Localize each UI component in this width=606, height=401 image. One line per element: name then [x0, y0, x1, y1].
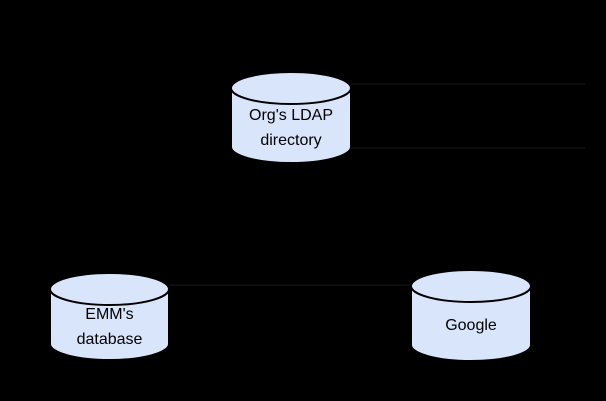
node-label-google: Google — [445, 317, 497, 334]
node-label-emms-database: EMM's database — [76, 306, 143, 348]
database-cylinder-top — [230, 71, 352, 105]
node-label-orgs-ldap-directory: Org's LDAP directory — [249, 107, 333, 149]
database-cylinder-top — [49, 272, 170, 306]
database-cylinder-body — [410, 285, 532, 362]
database-cylinder-top — [410, 269, 532, 303]
database-cylinder-body — [230, 87, 352, 164]
cylinder-emms-database — [49, 272, 170, 361]
database-cylinder-body — [49, 288, 170, 361]
cylinder-google — [410, 269, 532, 362]
cylinder-orgs-ldap-directory — [230, 71, 352, 164]
